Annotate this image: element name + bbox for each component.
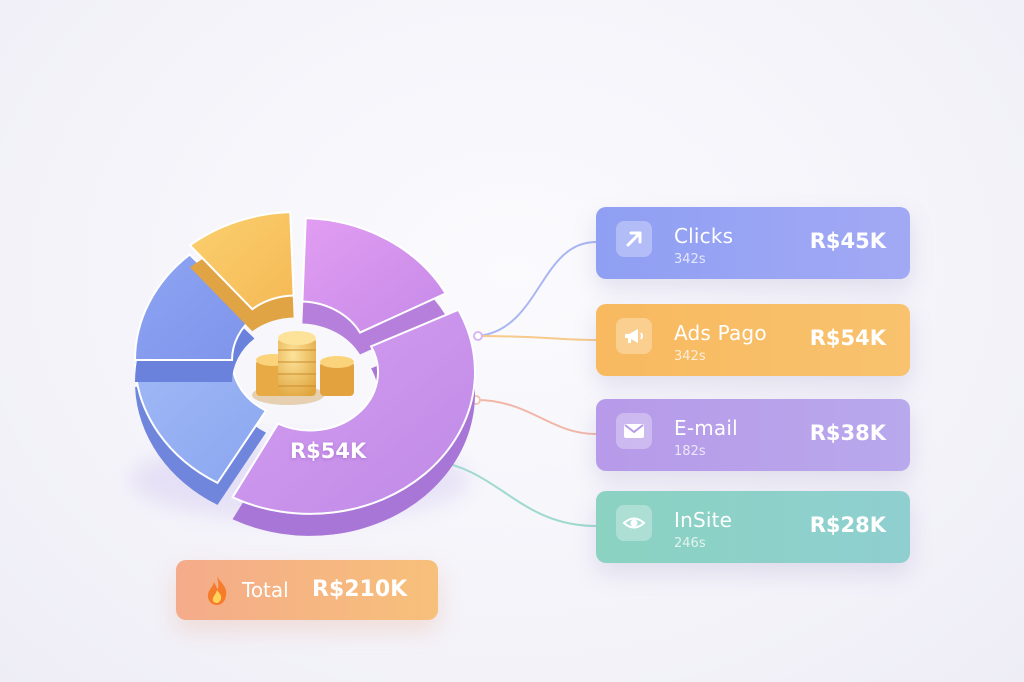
segment-upper-purple (301, 217, 448, 355)
segment-ads-pago (231, 308, 476, 536)
eye-icon (616, 505, 652, 541)
total-badge: Total R$210K (176, 560, 438, 620)
segment-insite-top (188, 211, 295, 311)
total-label: Total (242, 578, 289, 602)
connector-insite (431, 459, 597, 527)
highlight-value-label: R$54K (290, 439, 367, 463)
megaphone-icon (616, 318, 652, 354)
flame-icon (207, 576, 227, 605)
card-value: R$45K (809, 229, 886, 253)
connector-email (475, 399, 597, 435)
card-value: R$28K (809, 513, 886, 537)
total-value: R$210K (312, 577, 408, 602)
card-value: R$54K (809, 326, 886, 350)
card-value: R$38K (809, 421, 886, 445)
legend-card-email[interactable]: E-mail 182s R$38K (596, 399, 910, 471)
card-label: Ads Pago (674, 321, 767, 345)
card-subtext: 182s (674, 444, 706, 459)
connector-dot (473, 331, 483, 341)
segment-clicks (133, 253, 257, 382)
card-label: InSite (674, 508, 733, 532)
segment-email (134, 361, 268, 505)
card-label: Clicks (674, 224, 734, 248)
segment-upper-purple-top (301, 217, 448, 334)
legend-card-clicks[interactable]: Clicks 342s R$45K (596, 207, 910, 279)
arrow-up-right-icon (616, 221, 652, 257)
segment-email-top (134, 361, 268, 485)
legend-card-insite[interactable]: InSite 246s R$28K (596, 491, 910, 563)
segment-ads-pago-top (231, 308, 476, 515)
donut-segments (133, 211, 476, 536)
envelope-icon (616, 413, 652, 449)
card-subtext: 342s (674, 349, 706, 364)
segment-clicks-top (133, 253, 257, 361)
card-subtext: 246s (674, 536, 706, 551)
legend-card-ads-pago[interactable]: Ads Pago 342s R$54K (596, 304, 910, 376)
connector-ads (477, 335, 597, 341)
card-subtext: 342s (674, 252, 706, 267)
segment-insite (188, 211, 295, 332)
connector-clicks (477, 241, 597, 337)
card-label: E-mail (674, 416, 738, 440)
coins-icon (252, 331, 354, 405)
